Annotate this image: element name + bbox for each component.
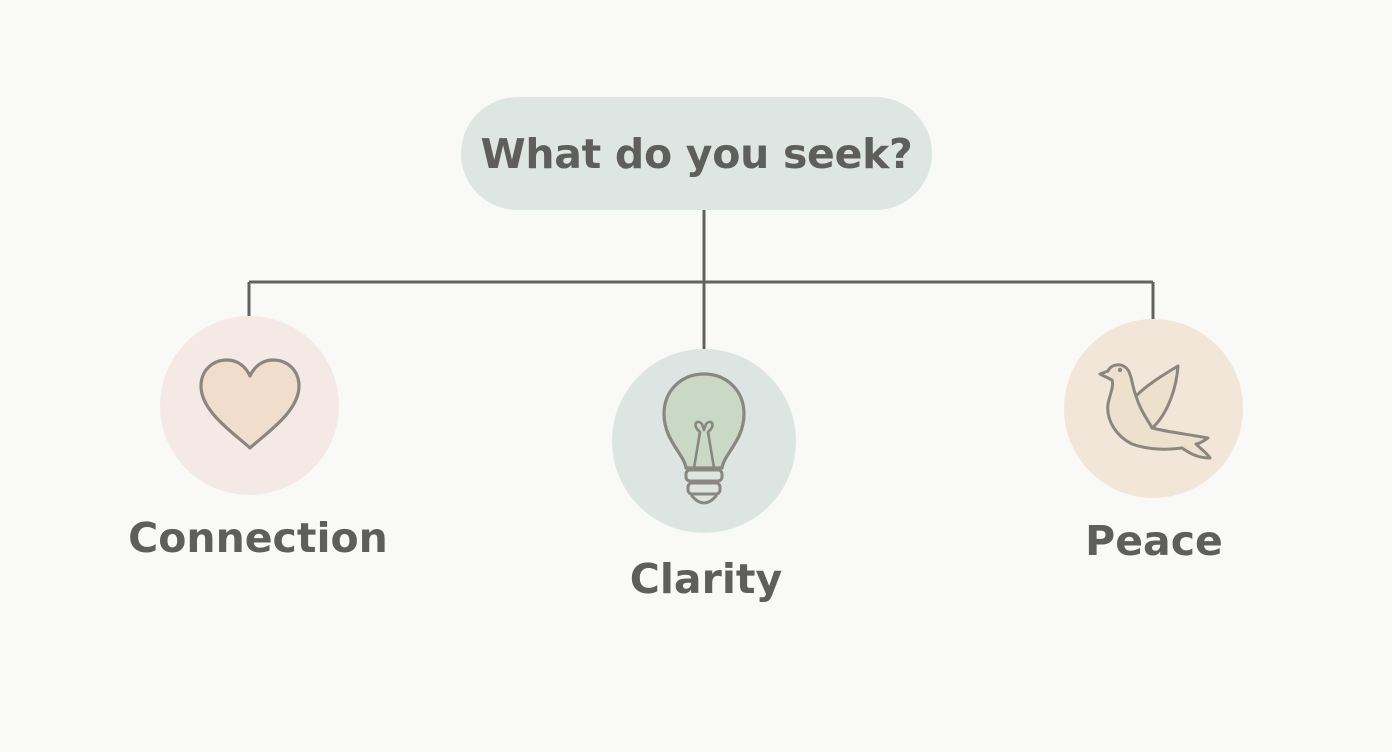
node-clarity <box>612 349 796 533</box>
node-label-peace: Peace <box>1085 517 1223 565</box>
node-label-clarity: Clarity <box>629 555 783 603</box>
dove-icon <box>1098 362 1211 459</box>
node-connection <box>160 316 339 495</box>
lightbulb-icon <box>662 372 746 505</box>
heart-icon <box>198 357 301 450</box>
node-label-connection: Connection <box>128 514 388 562</box>
question-pill: What do you seek? <box>461 97 932 210</box>
node-peace <box>1064 319 1243 498</box>
question-text: What do you seek? <box>480 129 913 178</box>
